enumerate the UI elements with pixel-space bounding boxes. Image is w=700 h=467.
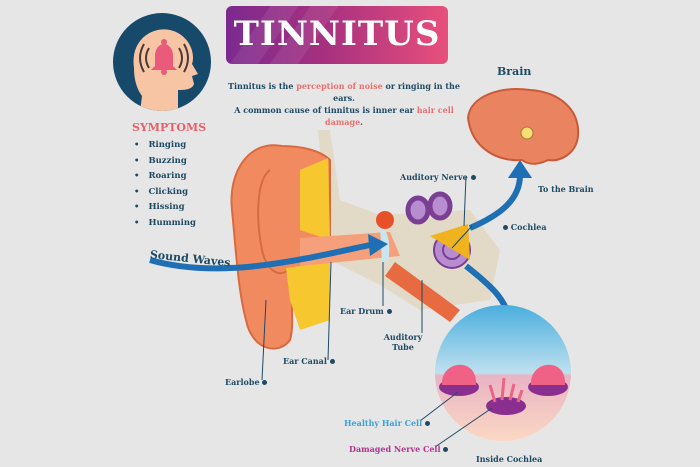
symptom-item: Humming (134, 216, 196, 232)
symptom-item: Buzzing (134, 154, 196, 170)
inside-cochlea-label: Inside Cochlea (476, 454, 543, 464)
pointer-dot (424, 421, 430, 426)
auditory-nerve-text: Auditory Nerve (400, 172, 468, 182)
intro-line1-post: or ringing in the ears. (333, 81, 460, 103)
symptom-item: Ringing (134, 138, 196, 154)
damaged-nerve-cell-label: Damaged Nerve Cell (349, 444, 449, 454)
intro-line2-pre: A common cause of tinnitus is inner ear (234, 105, 417, 115)
ear-drum-text: Ear Drum (340, 306, 384, 316)
pointer-dot (503, 225, 508, 230)
auditory-nerve-label: Auditory Nerve (400, 172, 476, 182)
ear-canal-text: Ear Canal (283, 356, 327, 366)
title-banner: TINNITUS (226, 6, 448, 64)
intro-line2-post: . (360, 117, 363, 127)
auditory-tube-label: Auditory Tube (383, 332, 423, 352)
earlobe-text: Earlobe (225, 377, 260, 387)
pointer-dot (386, 309, 392, 314)
intro-highlight-damage: hair cell damage (325, 105, 454, 127)
intro-text: Tinnitus is the perception of noise or r… (228, 80, 460, 128)
pointer-dot (443, 447, 449, 452)
symptom-item: Clicking (134, 185, 196, 201)
symptom-item: Hissing (134, 200, 196, 216)
healthy-hair-cell-label: Healthy Hair Cell (344, 418, 430, 428)
symptom-item: Roaring (134, 169, 196, 185)
intro-line1-pre: Tinnitus is the (228, 81, 297, 91)
earlobe-label: Earlobe (225, 377, 268, 387)
ear-canal-label: Ear Canal (283, 356, 335, 366)
page-title: TINNITUS (233, 14, 441, 54)
damaged-nerve-cell-text: Damaged Nerve Cell (349, 444, 441, 454)
healthy-hair-cell-text: Healthy Hair Cell (344, 418, 423, 428)
cochlea-label: Cochlea (503, 222, 547, 232)
to-brain-label: To the Brain (538, 184, 594, 194)
pointer-dot (262, 380, 268, 385)
pointer-dot (470, 175, 476, 180)
cochlea-text: Cochlea (510, 222, 547, 232)
symptoms-title: SYMPTOMS (132, 121, 207, 134)
head-ringing-icon (113, 13, 211, 111)
intro-highlight-noise: perception of noise (296, 81, 383, 91)
pointer-dot (329, 359, 335, 364)
ear-drum-label: Ear Drum (340, 306, 392, 316)
symptoms-list: Ringing Buzzing Roaring Clicking Hissing… (134, 138, 196, 231)
brain-title: Brain (497, 65, 532, 78)
